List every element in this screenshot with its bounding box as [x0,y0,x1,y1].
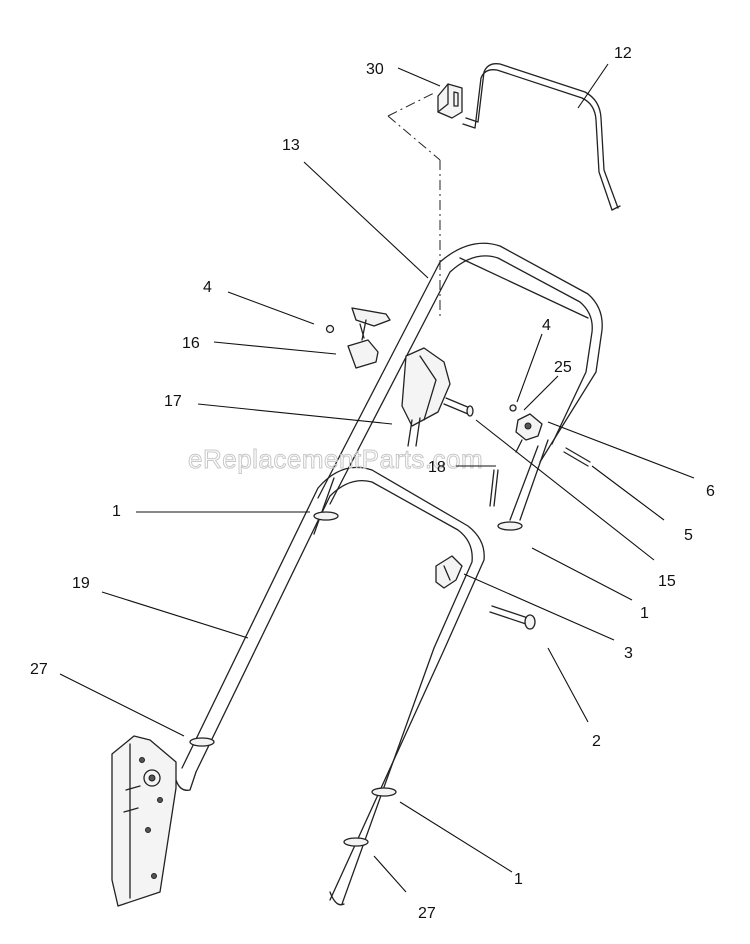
callout-27-bottom: 27 [418,905,436,922]
callout-5: 5 [684,527,693,544]
lower-handle [175,466,485,906]
callout-1-middle: 1 [640,605,649,622]
handle-knob [435,555,463,589]
bolt-15 [443,397,474,417]
callout-6: 6 [706,483,715,500]
callout-16: 16 [182,335,200,352]
callout-18: 18 [428,459,446,476]
screw-5 [563,447,591,467]
leader-lines [59,63,695,893]
control-housing [401,347,451,447]
callout-30: 30 [366,61,384,78]
nut-upper-left [325,324,335,334]
handle-collars [189,511,523,847]
callout-2: 2 [592,733,601,750]
cable-guide [347,307,391,369]
bail-lever [462,63,621,211]
upper-handle [317,242,603,521]
callout-labels: 30 12 13 4 16 17 4 25 6 18 5 1 15 1 19 3… [30,45,715,922]
callout-1-upper: 1 [112,503,121,520]
callout-12: 12 [614,45,632,62]
centerline-clip [387,91,441,318]
callout-4-right: 4 [542,317,551,334]
callout-27-left: 27 [30,661,48,678]
nut-upper-right [509,404,517,412]
carriage-bolt [489,605,536,630]
callout-19: 19 [72,575,90,592]
callout-17: 17 [164,393,182,410]
callout-15: 15 [658,573,676,590]
callout-3: 3 [624,645,633,662]
callout-4: 4 [203,279,212,296]
cable-anchor [515,413,543,453]
pin-18 [489,469,499,507]
cable-clip [437,83,463,119]
callout-25: 25 [554,359,572,376]
height-adjust-bracket [111,735,177,907]
callout-1-lower: 1 [514,871,523,888]
callout-13: 13 [282,137,300,154]
watermark: eReplacementParts.com [188,444,483,474]
